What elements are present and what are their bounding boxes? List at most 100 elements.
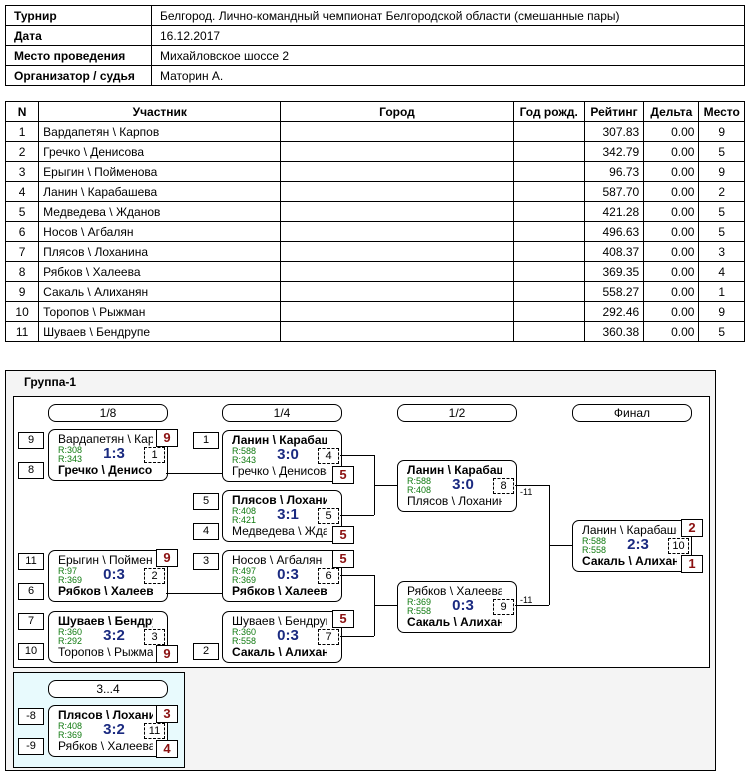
cell-year <box>512 201 585 222</box>
cell-delta: 0.00 <box>643 141 700 162</box>
match-box: Ланин \ КарабашеваR:588R:5582:310Сакаль … <box>572 520 692 572</box>
cell-year <box>512 321 585 342</box>
cell-city <box>280 241 514 262</box>
cell-city <box>280 301 514 322</box>
cell-delta: 0.00 <box>643 261 700 282</box>
connector-line <box>515 605 549 606</box>
cell-delta: 0.00 <box>643 161 700 182</box>
match-bottom-pair: Сакаль \ Алиханян <box>582 554 677 568</box>
cell-n: 11 <box>4 321 40 342</box>
cell-city <box>280 181 514 202</box>
match-bot-rating: R:292 <box>58 636 83 646</box>
loser-ref: -11 <box>520 595 533 605</box>
cell-n: 7 <box>4 241 40 262</box>
match-bot-rating: R:558 <box>232 636 257 646</box>
match-number: 5 <box>318 508 339 524</box>
seed-number: 3 <box>193 553 219 570</box>
col-city: Город <box>280 101 514 122</box>
match-top-pair: Плясов \ Лоханина <box>232 493 327 507</box>
cell-name: Медведева \ Жданов <box>38 201 282 222</box>
place-badge: 5 <box>332 466 354 484</box>
connector-line <box>515 485 549 486</box>
connector-line <box>549 485 550 545</box>
cell-year <box>512 141 585 162</box>
cell-rating: 408.37 <box>583 241 645 262</box>
match-bottom-pair: Торопов \ Рыжман <box>58 645 153 659</box>
cell-delta: 0.00 <box>643 281 700 302</box>
col-n: N <box>4 101 40 122</box>
match-top-rating: R:360 <box>232 627 257 637</box>
match-bot-rating: R:343 <box>232 455 257 465</box>
match-bot-rating: R:408 <box>407 485 432 495</box>
match-top-pair: Ерыгин \ Пойменова <box>58 553 153 567</box>
connector-line <box>340 515 374 516</box>
cell-n: 3 <box>4 161 40 182</box>
cell-place: 5 <box>698 221 745 242</box>
match-top-pair: Шуваев \ Бендрупе <box>58 614 153 628</box>
cell-rating: 292.46 <box>583 301 645 322</box>
round-label: 1/4 <box>222 404 342 422</box>
cell-n: 9 <box>4 281 40 302</box>
match-bot-rating: R:343 <box>58 454 83 464</box>
match-top-pair: Вардапетян \ Карпов <box>58 432 153 446</box>
match-number: 2 <box>144 568 165 584</box>
match-top-pair: Плясов \ Лоханина <box>58 708 153 722</box>
cell-year <box>512 241 585 262</box>
match-bottom-pair: Гречко \ Денисова <box>58 463 153 477</box>
cell-delta: 0.00 <box>643 321 700 342</box>
col-year: Год рожд. <box>512 101 585 122</box>
seed-number: 11 <box>18 553 44 570</box>
match-bottom-pair: Гречко \ Денисова <box>232 464 327 478</box>
place-badge: 9 <box>156 429 178 447</box>
info-value: Михайловское шоссе 2 <box>151 45 745 66</box>
cell-city <box>280 221 514 242</box>
cell-place: 2 <box>698 181 745 202</box>
match-box: Вардапетян \ КарповR:308R:3431:31Гречко … <box>48 429 168 481</box>
cell-name: Рябков \ Халеева <box>38 261 282 282</box>
connector-line <box>340 575 374 576</box>
seed-number: -9 <box>18 738 44 755</box>
place-badge: 3 <box>156 705 178 723</box>
cell-city <box>280 321 514 342</box>
match-bot-rating: R:369 <box>232 575 257 585</box>
loser-ref: -11 <box>520 487 533 497</box>
info-value: Маторин А. <box>151 65 745 86</box>
match-bot-rating: R:369 <box>58 575 83 585</box>
cell-name: Гречко \ Денисова <box>38 141 282 162</box>
participants-header: N Участник Город Год рожд. Рейтинг Дельт… <box>4 101 745 122</box>
match-score: 3:2 <box>103 721 125 738</box>
match-top-rating: R:360 <box>58 627 83 637</box>
info-value: 16.12.2017 <box>151 25 745 46</box>
round-label: 1/8 <box>48 404 168 422</box>
info-key: Организатор / судья <box>5 65 152 86</box>
match-score: 3:0 <box>452 476 474 493</box>
cell-rating: 369.35 <box>583 261 645 282</box>
cell-city <box>280 121 514 142</box>
match-top-rating: R:97 <box>58 566 78 576</box>
info-key: Дата <box>5 25 152 46</box>
cell-year <box>512 121 585 142</box>
match-number: 7 <box>318 629 339 645</box>
seed-number: -8 <box>18 708 44 725</box>
match-score: 0:3 <box>452 597 474 614</box>
match-score: 2:3 <box>627 536 649 553</box>
cell-place: 4 <box>698 261 745 282</box>
match-top-pair: Ланин \ Карабашева <box>407 463 502 477</box>
match-bottom-pair: Рябков \ Халеева <box>232 584 327 598</box>
cell-delta: 0.00 <box>643 121 700 142</box>
match-bot-rating: R:369 <box>58 730 83 740</box>
match-bottom-pair: Сакаль \ Алиханян <box>232 645 327 659</box>
match-score: 0:3 <box>277 627 299 644</box>
match-top-rating: R:588 <box>232 446 257 456</box>
cell-delta: 0.00 <box>643 221 700 242</box>
cell-place: 5 <box>698 141 745 162</box>
round-label: 3...4 <box>48 680 168 698</box>
cell-delta: 0.00 <box>643 181 700 202</box>
